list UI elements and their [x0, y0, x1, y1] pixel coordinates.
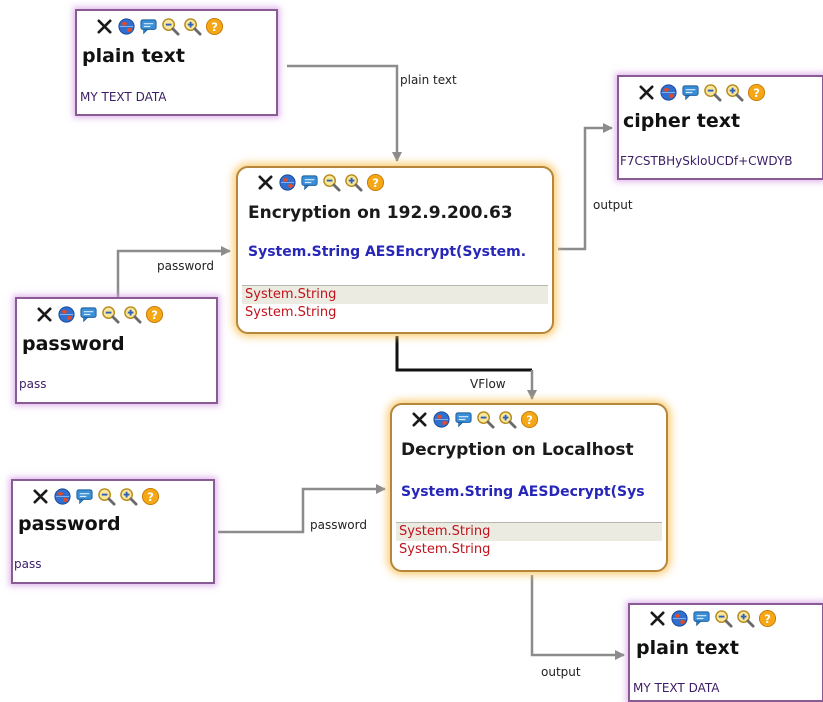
- wire-label-password: password: [310, 518, 367, 532]
- close-icon[interactable]: [256, 173, 275, 192]
- help-icon[interactable]: ?: [747, 83, 766, 102]
- zoom-out-icon[interactable]: [97, 487, 116, 506]
- globe-icon[interactable]: [53, 487, 72, 506]
- zoom-in-icon[interactable]: [183, 17, 202, 36]
- comment-icon[interactable]: [454, 410, 473, 429]
- close-icon[interactable]: [95, 17, 114, 36]
- svg-text:?: ?: [147, 489, 154, 503]
- node-value[interactable]: pass: [14, 557, 42, 571]
- globe-icon[interactable]: [432, 410, 451, 429]
- node-toolbar: ?: [637, 81, 766, 103]
- svg-text:?: ?: [211, 19, 218, 33]
- cipher-text-node[interactable]: ? cipher text F7CSTBHySkloUCDf+CWDYB: [617, 75, 823, 180]
- comment-icon[interactable]: [79, 305, 98, 324]
- zoom-in-icon[interactable]: [123, 305, 142, 324]
- globe-icon[interactable]: [117, 17, 136, 36]
- wire-label-plain-text: plain text: [400, 73, 457, 87]
- close-icon[interactable]: [35, 305, 54, 324]
- node-title: cipher text: [623, 110, 741, 132]
- globe-icon[interactable]: [670, 609, 689, 628]
- svg-text:?: ?: [151, 307, 158, 321]
- close-icon[interactable]: [648, 609, 667, 628]
- wire-vflow[interactable]: [395, 336, 532, 372]
- zoom-out-icon[interactable]: [161, 17, 180, 36]
- param-row[interactable]: System.String: [396, 522, 662, 541]
- node-title: password: [18, 513, 121, 535]
- zoom-in-icon[interactable]: [344, 173, 363, 192]
- node-value[interactable]: F7CSTBHySkloUCDf+CWDYB: [620, 154, 793, 168]
- decryption-service-node[interactable]: ? Decryption on Localhost System.String …: [390, 403, 668, 572]
- param-row[interactable]: System.String: [399, 542, 491, 557]
- close-icon[interactable]: [31, 487, 50, 506]
- param-list: System.String System.String: [396, 522, 662, 559]
- param-row[interactable]: System.String: [242, 285, 548, 304]
- svg-text:?: ?: [372, 175, 379, 189]
- zoom-out-icon[interactable]: [703, 83, 722, 102]
- wire-password-encryption[interactable]: [116, 246, 231, 297]
- help-icon[interactable]: ?: [145, 305, 164, 324]
- svg-text:?: ?: [526, 412, 533, 426]
- globe-icon[interactable]: [57, 305, 76, 324]
- node-title: Decryption on Localhost: [401, 440, 634, 460]
- help-icon[interactable]: ?: [758, 609, 777, 628]
- wire-label-output: output: [593, 198, 633, 212]
- comment-icon[interactable]: [681, 83, 700, 102]
- zoom-in-icon[interactable]: [119, 487, 138, 506]
- close-icon[interactable]: [637, 83, 656, 102]
- node-value[interactable]: MY TEXT DATA: [633, 681, 720, 695]
- param-row[interactable]: System.String: [245, 305, 337, 320]
- help-icon[interactable]: ?: [366, 173, 385, 192]
- node-toolbar: ?: [256, 171, 385, 193]
- globe-icon[interactable]: [659, 83, 678, 102]
- node-title: plain text: [636, 637, 739, 659]
- node-toolbar: ?: [648, 607, 777, 629]
- node-title: password: [22, 333, 125, 355]
- wire-label-password: password: [157, 259, 214, 273]
- wire-plain-text[interactable]: [287, 64, 402, 162]
- zoom-out-icon[interactable]: [714, 609, 733, 628]
- wire-output-decryption[interactable]: [530, 575, 625, 660]
- help-icon[interactable]: ?: [141, 487, 160, 506]
- method-signature: System.String AESEncrypt(System.: [248, 244, 527, 260]
- zoom-in-icon[interactable]: [725, 83, 744, 102]
- comment-icon[interactable]: [300, 173, 319, 192]
- zoom-in-icon[interactable]: [498, 410, 517, 429]
- close-icon[interactable]: [410, 410, 429, 429]
- help-icon[interactable]: ?: [205, 17, 224, 36]
- node-toolbar: ?: [35, 303, 164, 325]
- node-value[interactable]: MY TEXT DATA: [80, 90, 167, 104]
- node-title: plain text: [82, 45, 185, 67]
- help-icon[interactable]: ?: [520, 410, 539, 429]
- zoom-in-icon[interactable]: [736, 609, 755, 628]
- plain-text-output-node[interactable]: ? plain text MY TEXT DATA: [628, 603, 823, 702]
- comment-icon[interactable]: [692, 609, 711, 628]
- wire-label-vflow: VFlow: [470, 377, 506, 391]
- plain-text-input-node[interactable]: ? plain text MY TEXT DATA: [75, 9, 278, 116]
- param-list: System.String System.String: [242, 285, 548, 322]
- node-toolbar: ?: [95, 15, 224, 37]
- svg-text:?: ?: [753, 85, 760, 99]
- password-node[interactable]: ? password pass: [15, 297, 218, 404]
- zoom-out-icon[interactable]: [322, 173, 341, 192]
- svg-text:?: ?: [764, 611, 771, 625]
- node-title: Encryption on 192.9.200.63: [248, 203, 513, 223]
- zoom-out-icon[interactable]: [476, 410, 495, 429]
- comment-icon[interactable]: [75, 487, 94, 506]
- zoom-out-icon[interactable]: [101, 305, 120, 324]
- node-value[interactable]: pass: [19, 377, 47, 391]
- encryption-service-node[interactable]: ? Encryption on 192.9.200.63 System.Stri…: [236, 166, 554, 334]
- wire-output-encryption[interactable]: [558, 123, 613, 251]
- globe-icon[interactable]: [278, 173, 297, 192]
- password-node[interactable]: ? password pass: [11, 479, 215, 584]
- node-toolbar: ?: [410, 408, 539, 430]
- comment-icon[interactable]: [139, 17, 158, 36]
- wire-label-output: output: [541, 665, 581, 679]
- node-toolbar: ?: [31, 485, 160, 507]
- method-signature: System.String AESDecrypt(Sys: [401, 484, 645, 500]
